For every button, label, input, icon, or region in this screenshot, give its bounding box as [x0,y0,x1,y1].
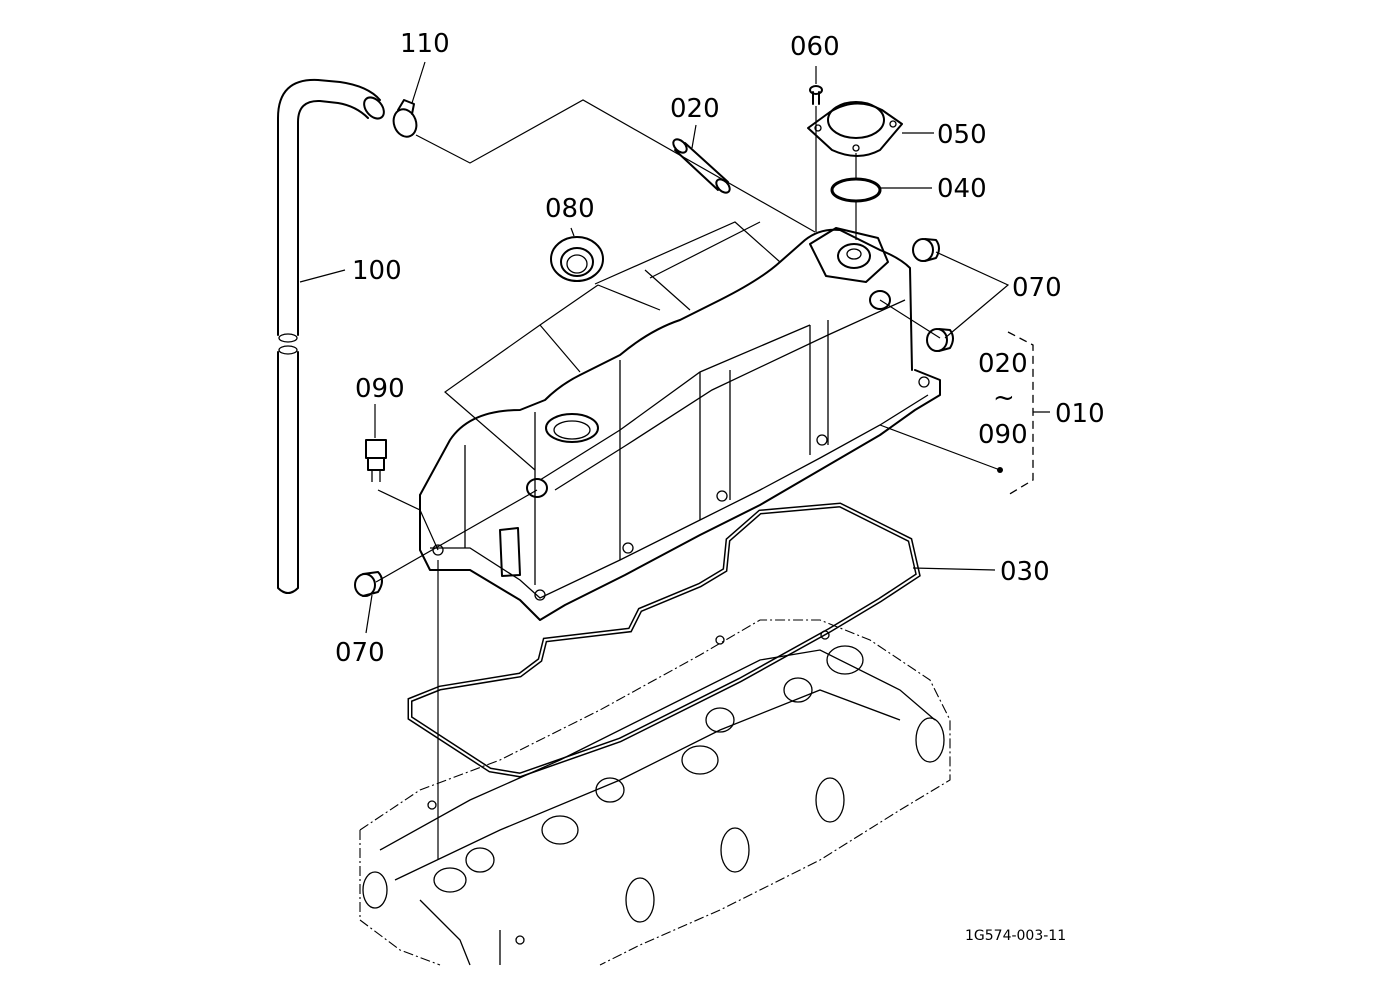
callout-100: 100 [352,256,402,286]
callout-110: 110 [400,29,450,59]
assembly-bracket [997,331,1050,496]
leader-lines [299,61,1010,860]
hose-clamp [392,99,418,138]
callout-010: 010 [1055,399,1105,429]
callout-030: 030 [1000,557,1050,587]
callout-050: 050 [937,120,987,150]
grommet-left [354,571,383,597]
drawing-code: 1G574-003-11 [965,928,1066,944]
callout-070-left: 070 [335,638,385,668]
callout-090: 090 [355,374,405,404]
bearing-080 [550,236,604,282]
grommet-right-bottom [926,328,954,352]
grommet-right-top [912,238,940,262]
head-cover [419,227,941,621]
o-ring [830,177,882,203]
pipe-fitting [672,138,731,194]
callout-040: 040 [937,174,987,204]
cylinder-head [359,619,951,966]
assembly-range-to: 090 [978,420,1028,450]
oil-filler-cap [807,101,903,157]
assembly-range-from: 020 [978,349,1028,379]
callout-080: 080 [545,194,595,224]
breather-hose [277,78,385,594]
callout-020: 020 [670,94,720,124]
head-cover-gasket [407,502,921,778]
callout-060: 060 [790,32,840,62]
assembly-range-tilde: ~ [993,383,1015,413]
bolt-060 [809,85,823,105]
callout-070-right: 070 [1012,273,1062,303]
bolt-090 [365,439,387,482]
